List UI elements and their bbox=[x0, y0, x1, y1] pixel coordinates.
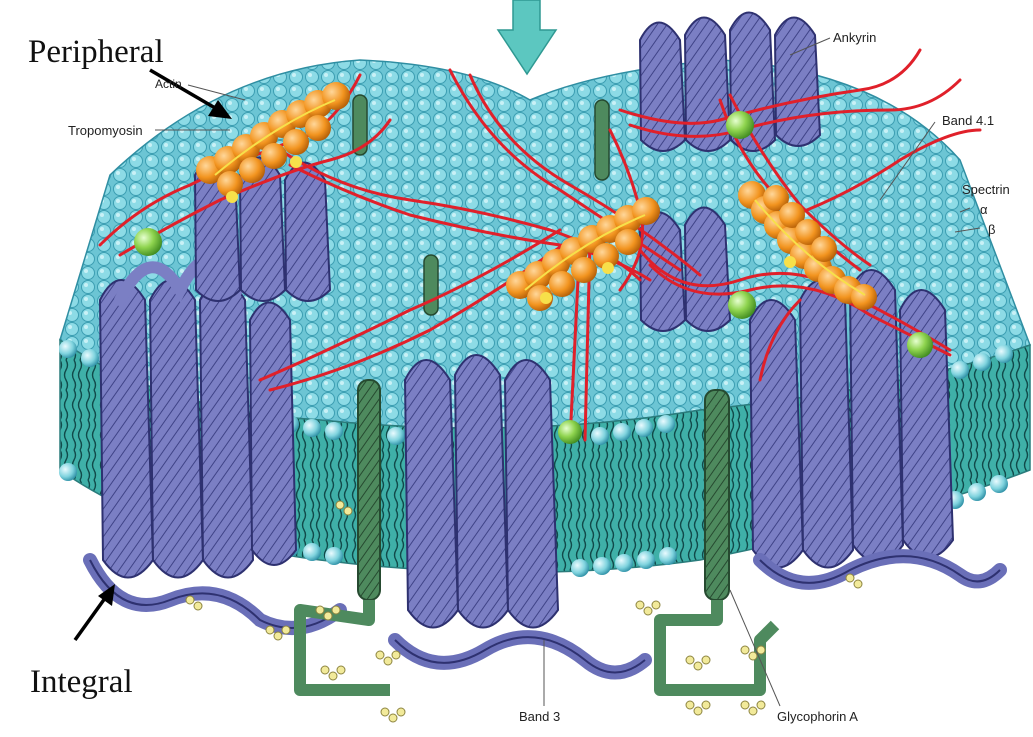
integral-label: Integral bbox=[30, 666, 133, 699]
integral-pointer-arrow bbox=[75, 584, 115, 640]
down-arrow-icon bbox=[498, 0, 556, 74]
band41-label: Band 4.1 bbox=[942, 114, 994, 127]
spectrin-label: Spectrin bbox=[962, 183, 1010, 196]
peripheral-label: Peripheral bbox=[28, 36, 164, 69]
actin-label: Actin bbox=[155, 78, 182, 90]
tropomyosin-label: Tropomyosin bbox=[68, 124, 143, 137]
spectrin-beta-label: β bbox=[988, 223, 995, 236]
glycophorin-label: Glycophorin A bbox=[777, 710, 858, 723]
band3-label: Band 3 bbox=[519, 710, 560, 723]
ankyrin-label: Ankyrin bbox=[833, 31, 876, 44]
spectrin-alpha-label: α bbox=[980, 203, 988, 216]
